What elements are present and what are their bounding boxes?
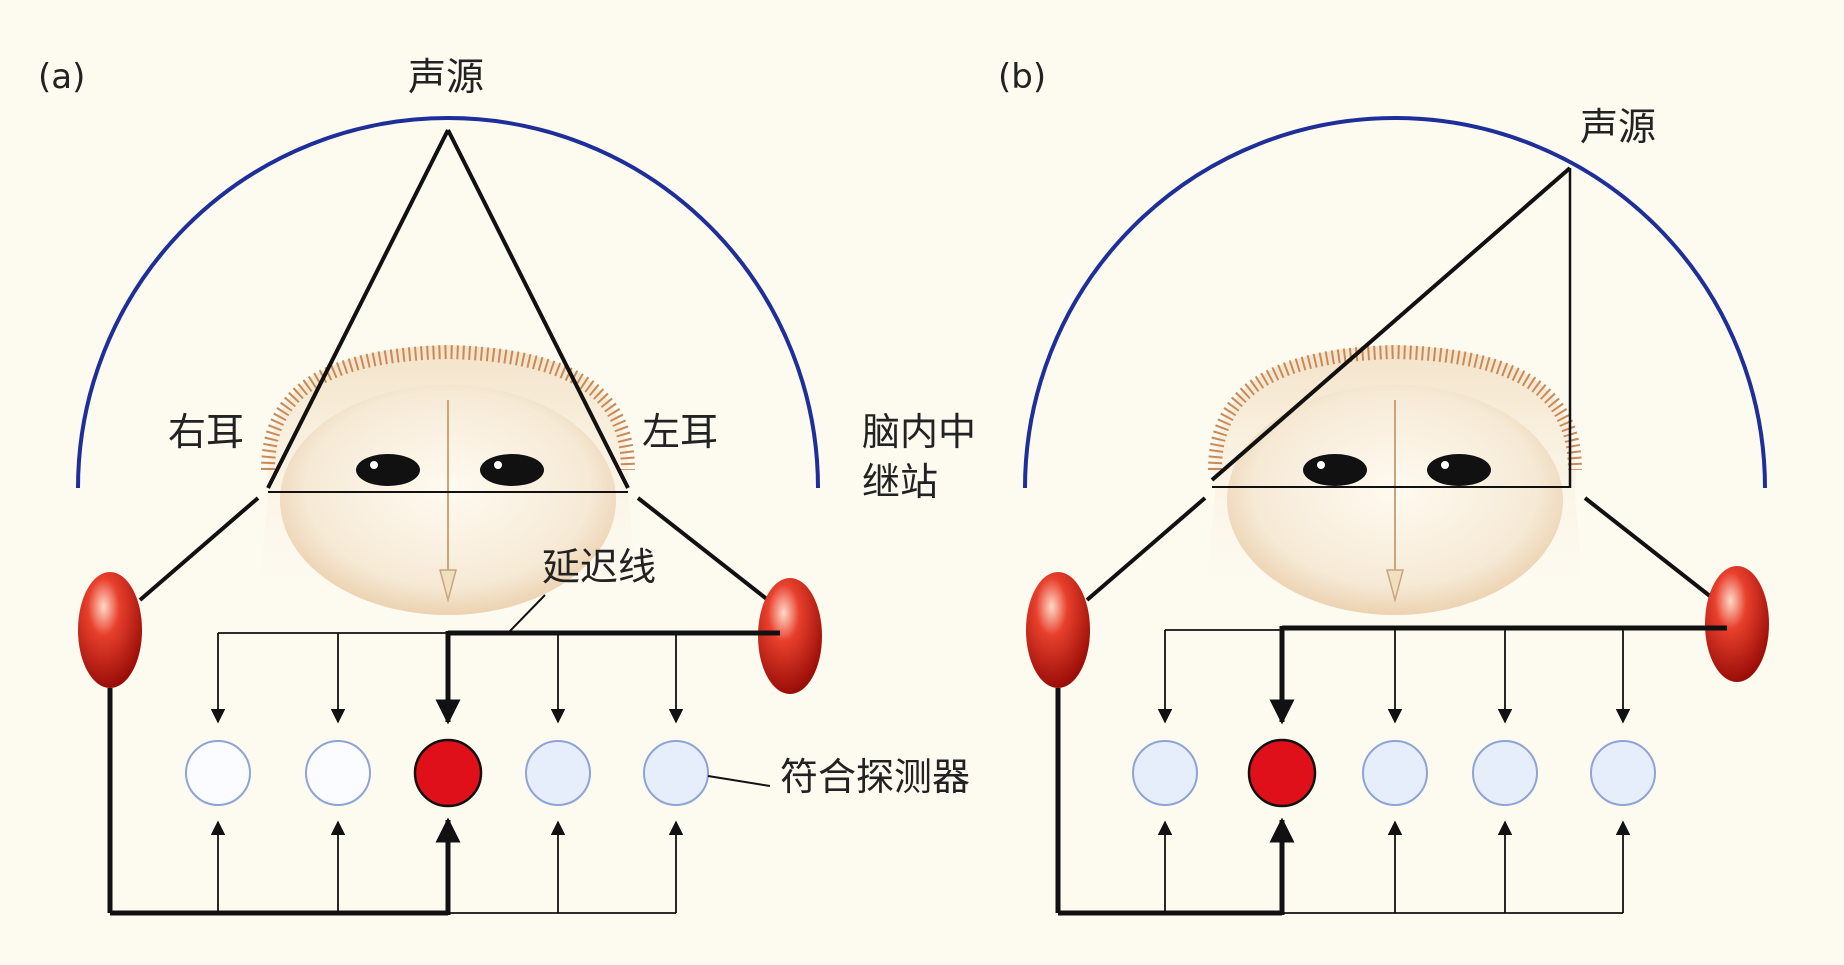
panel-b-delay-line xyxy=(1157,625,1727,725)
owl-eye-left-icon xyxy=(356,454,420,486)
panel-a-detector-3-active xyxy=(413,738,483,808)
panel-a-delay-line xyxy=(210,594,780,725)
panel-a-detector-2 xyxy=(305,740,371,806)
panel-b-detector-4 xyxy=(1472,740,1538,806)
panel-b-source-label: 声源 xyxy=(1580,105,1656,149)
panel-a-sound-arc xyxy=(76,116,820,489)
panel-a-sound-paths xyxy=(266,129,630,493)
panel-a-detector-5 xyxy=(643,740,709,806)
panel-b-detector-3 xyxy=(1362,740,1428,806)
panel-a-detector-4 xyxy=(525,740,591,806)
panel-a-detector-1 xyxy=(185,740,251,806)
detector-label: 符合探测器 xyxy=(780,755,970,799)
panel-a: (a) 声源 右耳 左耳 脑内中 继站 xyxy=(38,55,976,916)
panel-b-detector-2-active xyxy=(1247,738,1317,808)
panel-a-owl-head xyxy=(256,344,640,620)
relay-label-line1: 脑内中 xyxy=(862,410,976,454)
panel-b-detector-5 xyxy=(1590,740,1656,806)
panel-a-source-label: 声源 xyxy=(408,55,484,99)
panel-a-detectors xyxy=(185,738,709,808)
panel-a-label: (a) xyxy=(38,57,85,97)
panel-b-left-ear-node xyxy=(1705,566,1769,682)
panel-b-label: (b) xyxy=(998,57,1046,97)
panel-b-right-ear-node xyxy=(1026,572,1090,688)
panel-b-bottom-line xyxy=(1055,688,1631,916)
panel-b-detector-1 xyxy=(1132,740,1198,806)
relay-label-line2: 继站 xyxy=(862,460,938,504)
panel-a-bottom-line xyxy=(107,688,684,916)
owl-eye-right-icon xyxy=(1427,454,1491,486)
panel-b-sound-paths xyxy=(1210,166,1572,488)
delay-line-label: 延迟线 xyxy=(542,545,656,589)
owl-eye-right-icon xyxy=(480,454,544,486)
panel-a-left-ear-node xyxy=(758,578,822,694)
panel-b-owl-head xyxy=(1203,344,1587,620)
panel-a-right-ear-node xyxy=(78,572,142,688)
owl-eye-left-icon xyxy=(1303,454,1367,486)
panel-b-detectors xyxy=(1132,738,1656,808)
panel-b-sound-arc xyxy=(1023,116,1767,489)
panel-b: (b) 声源 xyxy=(998,57,1769,916)
right-ear-label: 右耳 xyxy=(168,410,244,454)
left-ear-label: 左耳 xyxy=(642,410,718,454)
